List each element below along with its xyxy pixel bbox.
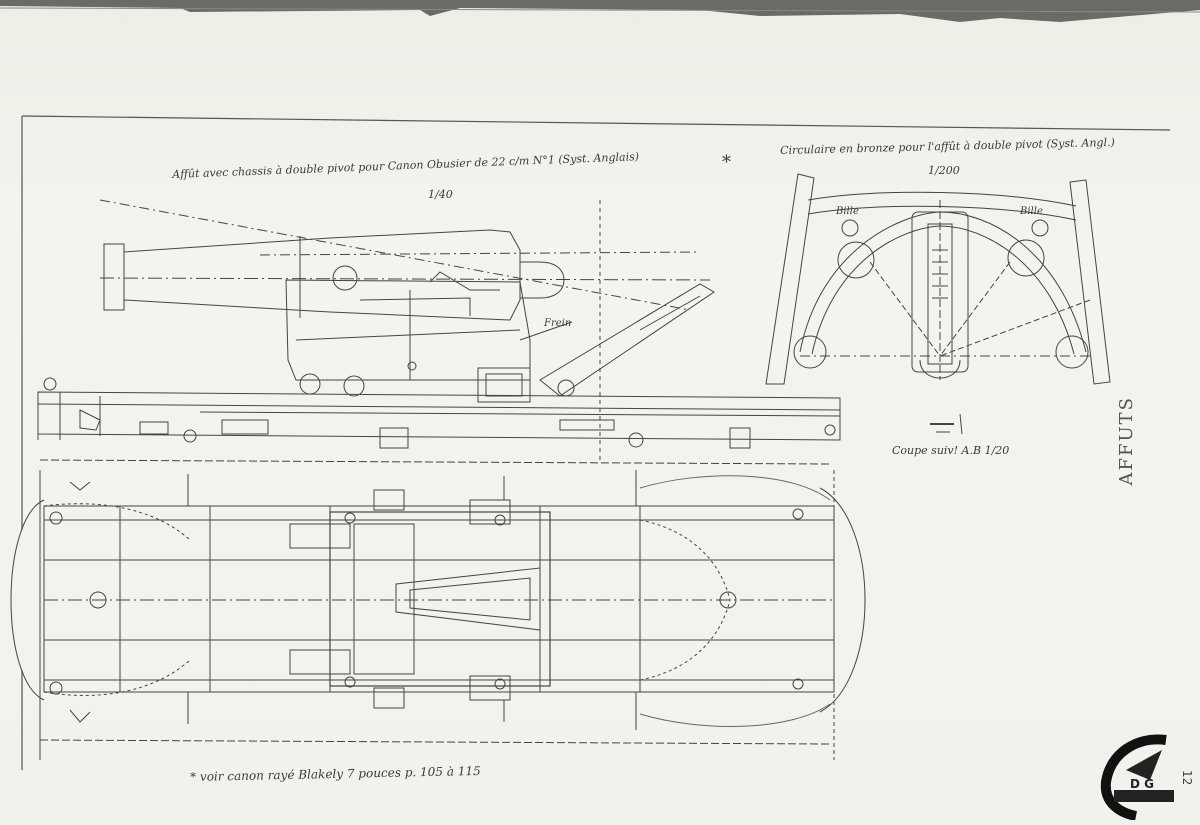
detail-scale: 1/200 [928, 164, 960, 177]
footnote-marker: * [722, 152, 731, 173]
drawing-scale: 1/40 [428, 188, 453, 201]
section-caption: Coupe suiv! A.B 1/20 [892, 444, 1010, 457]
svg-text:D G: D G [1130, 777, 1154, 791]
circular-race-detail [765, 173, 1111, 435]
side-elevation [37, 199, 841, 460]
plan-view [10, 459, 866, 760]
scan-edge [0, 0, 1200, 22]
drawing-frame [21, 115, 1171, 770]
side-title: AFFUTS [1116, 396, 1137, 486]
library-stamp-icon: D G [1100, 734, 1174, 820]
bille-label-right: Bille [1020, 206, 1043, 217]
bille-label-left: Bille [836, 206, 859, 217]
frein-label: Frein [544, 318, 572, 329]
page-number: 12 [1180, 770, 1194, 786]
